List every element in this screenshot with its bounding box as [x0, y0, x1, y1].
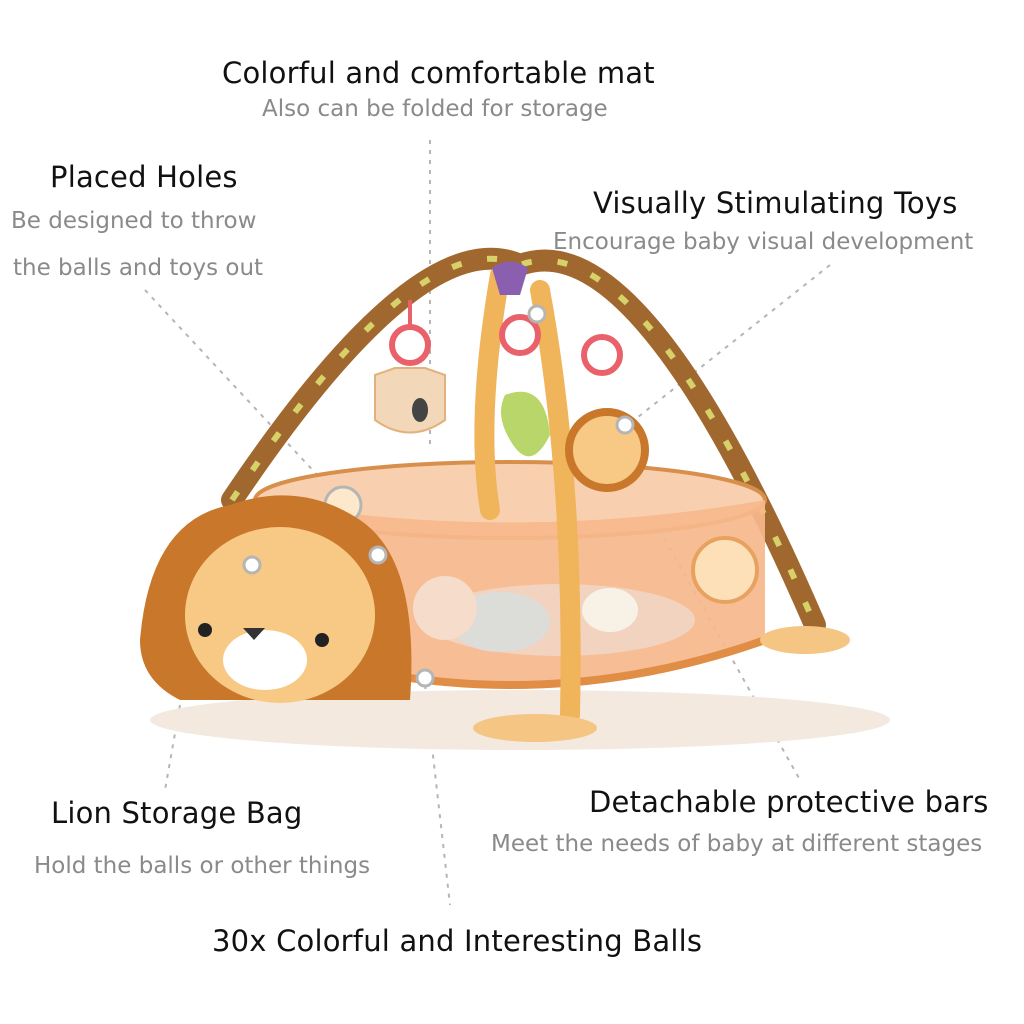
hanging-toys	[374, 300, 649, 492]
bars-title: Detachable protective bars	[589, 785, 989, 819]
lion-muzzle	[223, 630, 307, 690]
ring-center	[499, 314, 541, 356]
arch-foot-right	[760, 626, 850, 654]
ring-left	[389, 324, 431, 366]
lion-bag-subtitle: Hold the balls or other things	[34, 853, 371, 879]
arch-clip	[492, 261, 528, 295]
toys-title: Visually Stimulating Toys	[593, 186, 958, 220]
holes-subtitle-line1: Be designed to throw	[11, 208, 257, 234]
holes-subtitle-line2: the balls and toys out	[13, 255, 264, 281]
lion-nose	[243, 628, 265, 640]
arch-pattern	[229, 255, 818, 627]
toys-subtitle: Encourage baby visual development	[553, 229, 974, 255]
leader-lion-bag	[164, 704, 181, 791]
holes-title: Placed Holes	[50, 160, 238, 194]
mat-subtitle: Also can be folded for storage	[262, 96, 608, 122]
ring-right	[581, 334, 623, 376]
balls-title: 30x Colorful and Interesting Balls	[212, 924, 703, 958]
leaf-toy	[501, 391, 550, 457]
center-bar	[474, 265, 581, 725]
lion-bag-title: Lion Storage Bag	[51, 796, 303, 830]
mat-title: Colorful and comfortable mat	[222, 56, 655, 90]
lion-eye-right	[315, 633, 329, 647]
baby-head	[413, 576, 477, 640]
lion-eye-left	[198, 623, 212, 637]
center-bar-foot	[473, 714, 597, 742]
bars-subtitle: Meet the needs of baby at different stag…	[491, 831, 983, 857]
pool-hole-right	[691, 536, 759, 604]
baby-diaper	[582, 588, 638, 632]
leader-balls	[424, 684, 451, 906]
leader-toys	[627, 264, 831, 426]
lion-storage-bag	[140, 495, 412, 703]
koala-nose	[412, 398, 428, 422]
koala-toy	[374, 367, 446, 434]
